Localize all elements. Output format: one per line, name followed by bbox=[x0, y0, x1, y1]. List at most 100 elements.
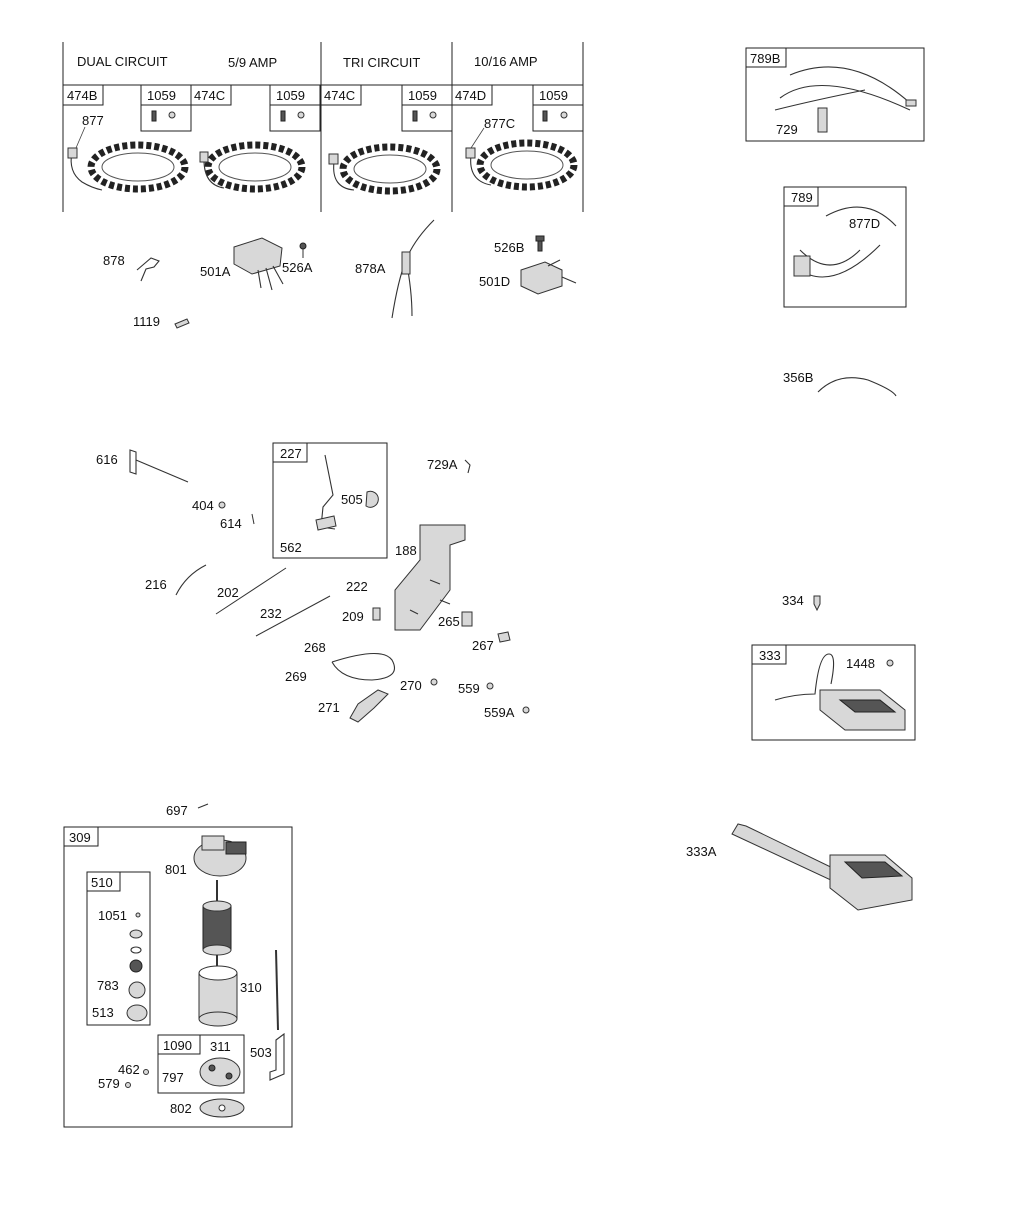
kit-label-227: 227 bbox=[280, 446, 302, 461]
header-dual-circuit: DUAL CIRCUIT bbox=[77, 54, 168, 69]
part-label-579: 579 bbox=[98, 1076, 120, 1091]
gear-icon bbox=[126, 1004, 148, 1022]
spring-icon bbox=[175, 564, 207, 596]
part-label-356b: 356B bbox=[783, 370, 813, 385]
stator-ring-icon bbox=[67, 141, 189, 193]
part-label-797: 797 bbox=[162, 1070, 184, 1085]
kit-label-789: 789 bbox=[791, 190, 813, 205]
armature-icon bbox=[202, 880, 232, 968]
part-label-1051: 1051 bbox=[98, 908, 127, 923]
kit-label-510: 510 bbox=[91, 875, 113, 890]
bolt-icon bbox=[535, 235, 545, 252]
part-label-209: 209 bbox=[342, 609, 364, 624]
part-label-614: 614 bbox=[220, 516, 242, 531]
stator-panel: DUAL CIRCUIT 5/9 AMP TRI CIRCUIT 10/16 A… bbox=[62, 42, 584, 212]
part-label-783: 783 bbox=[97, 978, 119, 993]
header-10-16-amp: 10/16 AMP bbox=[474, 54, 538, 69]
part-label-877c-text: 877C bbox=[484, 116, 515, 131]
part-label-513: 513 bbox=[92, 1005, 114, 1020]
kit-label-309: 309 bbox=[69, 830, 91, 845]
part-label-1448: 1448 bbox=[846, 656, 875, 671]
bracket-icon bbox=[394, 524, 466, 631]
part-label-188: 188 bbox=[395, 543, 417, 558]
part-label-404: 404 bbox=[192, 498, 214, 513]
stator-ring-icon bbox=[465, 139, 578, 191]
stator-ring-icon bbox=[199, 141, 306, 193]
bracket-icon bbox=[269, 1032, 285, 1081]
part-label-271: 271 bbox=[318, 700, 340, 715]
starter-group: 697 309 510 1051 783 513 801 bbox=[63, 803, 293, 1128]
motor-housing-icon bbox=[198, 965, 238, 1027]
screw-icon bbox=[174, 318, 190, 329]
kit-label-789b: 789B bbox=[750, 51, 780, 66]
part-label-802: 802 bbox=[170, 1101, 192, 1116]
part-label-562: 562 bbox=[280, 540, 302, 555]
part-label-559: 559 bbox=[458, 681, 480, 696]
lever-icon bbox=[349, 689, 389, 723]
regulator-group: 878 501A 526A 878A 526B 501D 1119 bbox=[103, 219, 577, 329]
part-label-559a: 559A bbox=[484, 705, 515, 720]
kit-label-474d: 474D bbox=[455, 88, 486, 103]
shaft-icon bbox=[129, 449, 189, 483]
screw-icon bbox=[813, 595, 821, 612]
connector-icon bbox=[817, 107, 828, 133]
part-label-462: 462 bbox=[118, 1062, 140, 1077]
screw-icon bbox=[151, 110, 568, 122]
part-label-202: 202 bbox=[217, 585, 239, 600]
wire-harness-icon bbox=[391, 219, 435, 319]
part-label-878a: 878A bbox=[355, 261, 386, 276]
part-label-334: 334 bbox=[782, 593, 804, 608]
ignition-coil-icon bbox=[731, 823, 913, 911]
part-label-265: 265 bbox=[438, 614, 460, 629]
kit-label-474b: 474B bbox=[67, 88, 97, 103]
wire-icon bbox=[817, 377, 897, 397]
part-label-526b: 526B bbox=[494, 240, 524, 255]
pinion-gear-icon bbox=[128, 981, 146, 999]
part-label-1119: 1119 bbox=[133, 314, 160, 329]
part-label-232: 232 bbox=[260, 606, 282, 621]
part-label-310: 310 bbox=[240, 980, 262, 995]
kit-label-474c-2: 474C bbox=[324, 88, 355, 103]
part-label-729a: 729A bbox=[427, 457, 458, 472]
part-label-501a: 501A bbox=[200, 264, 231, 279]
part-label-877d: 877D bbox=[849, 216, 880, 231]
wire-harness-icon bbox=[774, 66, 911, 111]
part-label-268: 268 bbox=[304, 640, 326, 655]
part-label-216: 216 bbox=[145, 577, 167, 592]
part-label-526a: 526A bbox=[282, 260, 313, 275]
screw-icon bbox=[299, 242, 307, 258]
through-bolt-icon bbox=[275, 949, 279, 1031]
part-label-501d: 501D bbox=[479, 274, 510, 289]
part-label-801: 801 bbox=[165, 862, 187, 877]
part-label-267: 267 bbox=[472, 638, 494, 653]
connector-icon bbox=[136, 257, 160, 282]
part-label-269: 269 bbox=[285, 669, 307, 684]
header-5-9-amp: 5/9 AMP bbox=[228, 55, 277, 70]
kit-label-1059-1: 1059 bbox=[147, 88, 176, 103]
kit-label-1059-4: 1059 bbox=[539, 88, 568, 103]
regulator-icon bbox=[520, 259, 577, 295]
clip-icon bbox=[464, 459, 471, 474]
part-label-878: 878 bbox=[103, 253, 125, 268]
wire-harness-icon bbox=[799, 206, 897, 278]
brush-plate-icon bbox=[199, 1057, 241, 1087]
part-label-222: 222 bbox=[346, 579, 368, 594]
harness-group: 789B 729 789 877D 356B bbox=[745, 47, 925, 397]
part-label-616: 616 bbox=[96, 452, 118, 467]
part-label-503: 503 bbox=[250, 1045, 272, 1060]
ignition-group: 334 333 1448 333A bbox=[686, 593, 916, 911]
governor-group: 616 227 505 562 729A 404 614 188 222 216… bbox=[96, 442, 530, 723]
header-tri-circuit: TRI CIRCUIT bbox=[343, 55, 420, 70]
regulator-icon bbox=[233, 237, 284, 291]
end-cap-icon bbox=[193, 835, 247, 877]
part-label-311: 311 bbox=[210, 1039, 231, 1054]
part-label-270: 270 bbox=[400, 678, 422, 693]
ignition-coil-icon bbox=[774, 653, 906, 731]
kit-label-1059-2: 1059 bbox=[276, 88, 305, 103]
part-label-877: 877 bbox=[82, 113, 104, 128]
part-label-697: 697 bbox=[166, 803, 188, 818]
part-label-505: 505 bbox=[341, 492, 363, 507]
kit-label-474c-1: 474C bbox=[194, 88, 225, 103]
cable-icon bbox=[331, 652, 396, 681]
